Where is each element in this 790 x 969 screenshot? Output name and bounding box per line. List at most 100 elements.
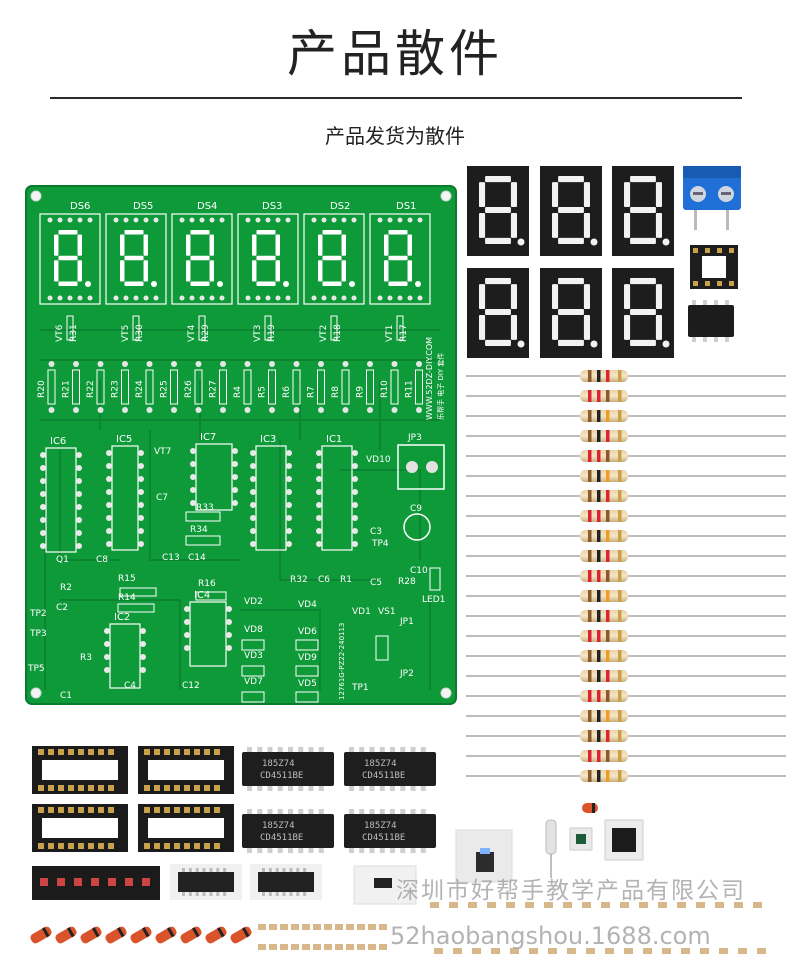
ic-footprint: IC3	[250, 434, 292, 551]
vt-label: R30	[135, 324, 145, 342]
pcb-version-text: 12761G-PZ22-240113	[338, 623, 346, 700]
vt-label: VT6	[55, 324, 65, 342]
ic-footprint: IC4	[184, 590, 232, 667]
smd-capacitor	[605, 948, 614, 954]
vt-label: R19	[267, 324, 277, 342]
pcb-label: Q1	[56, 555, 69, 565]
pcb-label: VD5	[298, 679, 317, 689]
smd-resistor	[324, 944, 332, 950]
resistor	[466, 610, 786, 622]
pcb-label: C3	[370, 527, 382, 537]
crystal	[545, 819, 557, 878]
smd-resistor	[269, 924, 277, 930]
resistor-label: R21	[62, 380, 72, 398]
smd-capacitor	[662, 948, 671, 954]
pcb-label: C6	[318, 575, 330, 585]
pcb-label: C13	[162, 553, 180, 563]
jumper-cap	[455, 829, 513, 883]
watermark-url: 52haobangshou.1688.com	[390, 922, 711, 950]
pcb-label: C9	[410, 504, 422, 514]
resistor-label: R4	[233, 386, 243, 398]
resistor	[466, 530, 786, 542]
vt-label: VT3	[253, 325, 263, 342]
svg-text:IC6: IC6	[50, 436, 66, 447]
svg-text:CD4511BE: CD4511BE	[362, 833, 405, 843]
pcb-label: R16	[198, 579, 216, 589]
pcb-label: C10	[410, 566, 428, 576]
pcb-label: R33	[196, 503, 214, 513]
pcb-label: VD4	[298, 600, 317, 610]
svg-text:IC3: IC3	[260, 434, 276, 445]
page-subtitle: 产品发货为散件	[325, 124, 465, 148]
smd-capacitor	[472, 948, 481, 954]
smd-resistor	[335, 924, 343, 930]
pcb-label: TP2	[29, 609, 47, 619]
pcb-label: VD9	[298, 653, 317, 663]
smd-capacitor	[506, 902, 515, 908]
resistor	[466, 590, 786, 602]
smd-capacitor	[449, 902, 458, 908]
ic-socket-16	[138, 746, 234, 794]
pcb-label: R14	[118, 593, 136, 603]
pcb-label: VD2	[244, 597, 263, 607]
pcb-label: VD10	[366, 455, 391, 465]
ic-footprint: IC2	[104, 612, 146, 689]
smd-resistor	[379, 924, 387, 930]
resistor-label: R9	[356, 386, 366, 398]
seven-segment-display	[612, 268, 674, 358]
pcb-label: C12	[182, 681, 200, 691]
pcb-label: C5	[370, 578, 382, 588]
smd-resistor	[357, 924, 365, 930]
pcb-display-2	[303, 213, 365, 305]
smd-capacitor	[624, 948, 633, 954]
pcb-label: C1	[60, 691, 72, 701]
pcb-label: C14	[188, 553, 206, 563]
resistor	[466, 470, 786, 482]
pcb-display-4	[171, 213, 233, 305]
smd-capacitor	[430, 902, 439, 908]
resistor	[466, 370, 786, 382]
watermark-company: 深圳市好帮手教学产品有限公司	[396, 878, 746, 904]
pcb-label: JP2	[399, 669, 414, 679]
pcb-label: C7	[156, 493, 168, 503]
resistor	[466, 510, 786, 522]
seven-segment-display	[467, 166, 529, 256]
smd-capacitor	[510, 948, 519, 954]
ic-socket-16	[32, 746, 128, 794]
smd-capacitor	[544, 902, 553, 908]
svg-text:CD4511BE: CD4511BE	[362, 771, 405, 781]
resistor	[466, 690, 786, 702]
ic-socket-16	[138, 804, 234, 852]
resistor-label: R5	[258, 386, 268, 398]
svg-text:CD4511BE: CD4511BE	[260, 771, 303, 781]
resistor-label: R8	[331, 386, 341, 398]
smd-capacitor	[525, 902, 534, 908]
seven-segment-display	[540, 268, 602, 358]
resistor-label: R25	[160, 380, 170, 398]
pcb-label: VS1	[378, 607, 396, 617]
diode-glass	[466, 803, 784, 813]
pcb-label: LED1	[422, 595, 445, 605]
page-title: 产品散件	[287, 25, 503, 83]
pcb-label: R1	[340, 575, 352, 585]
smd-resistor	[280, 944, 288, 950]
ds4-label: DS4	[197, 201, 217, 212]
vt-label: R17	[399, 324, 409, 342]
zener-diode	[205, 926, 227, 944]
ds2-label: DS2	[330, 201, 350, 212]
resistor-label: R7	[307, 386, 317, 398]
smd-resistor	[258, 924, 266, 930]
resistor	[466, 450, 786, 462]
resistor	[466, 670, 786, 682]
ic-footprint: IC6	[40, 436, 82, 553]
smd-capacitor	[696, 902, 705, 908]
smd-capacitor	[738, 948, 747, 954]
svg-text:IC1: IC1	[326, 434, 342, 445]
smd-resistor	[357, 944, 365, 950]
smd-capacitor	[548, 948, 557, 954]
pcb-label: R28	[398, 577, 416, 587]
ds3-label: DS3	[262, 201, 282, 212]
pcb-label: R15	[118, 574, 136, 584]
vt-label: R29	[201, 324, 211, 342]
